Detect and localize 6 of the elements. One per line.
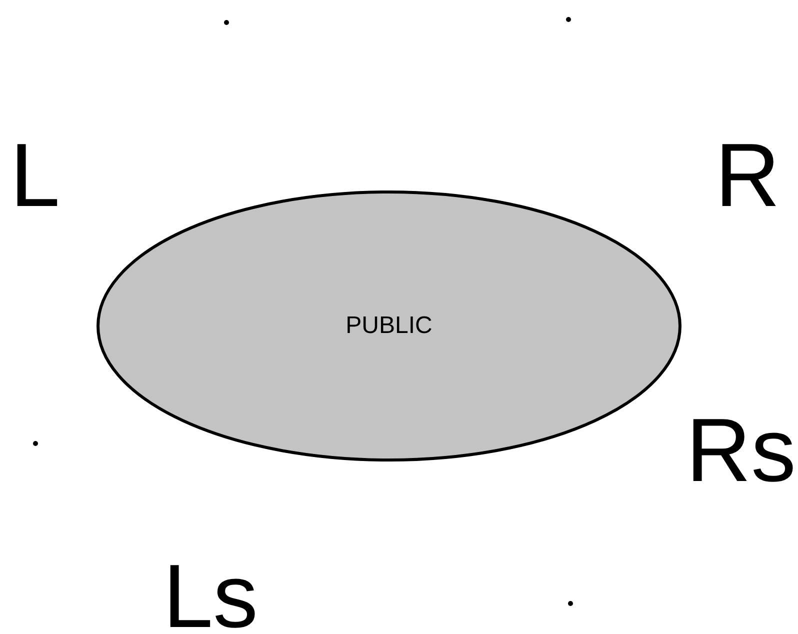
corner-label: L	[10, 131, 60, 221]
node-label: PUBLIC	[346, 312, 432, 340]
ellipse-node	[96, 190, 682, 462]
corner-label: Ls	[163, 552, 258, 634]
corner-label: R	[715, 131, 780, 221]
corner-label: Rs	[686, 406, 796, 496]
